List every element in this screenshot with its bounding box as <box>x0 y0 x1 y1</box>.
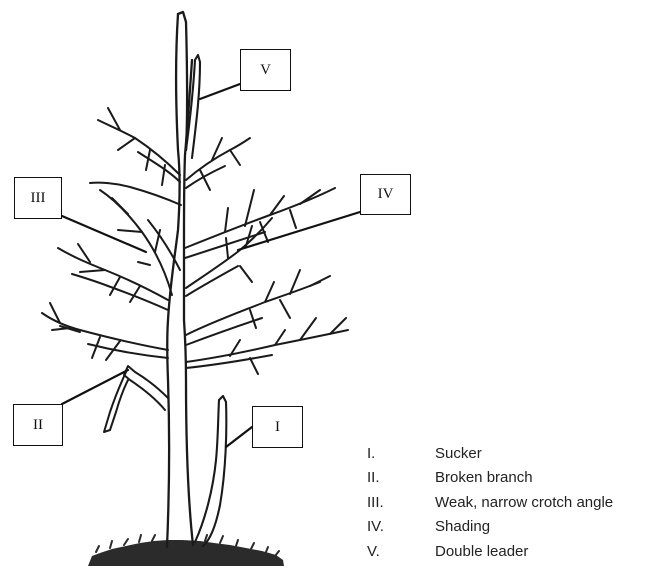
legend-row-sucker: I. Sucker <box>367 441 613 466</box>
legend-row-shading: IV. Shading <box>367 515 613 540</box>
legend-row-crotch-angle: III. Weak, narrow crotch angle <box>367 490 613 515</box>
legend-row-broken-branch: II. Broken branch <box>367 466 613 491</box>
callout-iv-label: IV <box>378 186 394 203</box>
legend-numeral: V. <box>367 543 435 560</box>
callout-i: I <box>252 406 303 448</box>
legend: I. Sucker II. Broken branch III. Weak, n… <box>367 441 613 564</box>
callout-iii-label: III <box>31 190 46 207</box>
callout-leader-lines <box>62 84 360 447</box>
legend-text: Weak, narrow crotch angle <box>435 494 613 511</box>
legend-text: Shading <box>435 518 490 535</box>
legend-row-double-leader: V. Double leader <box>367 539 613 564</box>
tree-branches <box>42 108 348 432</box>
legend-text: Broken branch <box>435 469 533 486</box>
legend-text: Sucker <box>435 445 482 462</box>
legend-numeral: III. <box>367 494 435 511</box>
legend-numeral: I. <box>367 445 435 462</box>
callout-v: V <box>240 49 291 91</box>
callout-iii: III <box>14 177 62 219</box>
legend-numeral: IV. <box>367 518 435 535</box>
callout-i-label: I <box>275 419 280 436</box>
legend-text: Double leader <box>435 543 528 560</box>
callout-ii: II <box>13 404 63 446</box>
callout-iv: IV <box>360 174 411 215</box>
callout-ii-label: II <box>33 417 43 434</box>
tree-trunk <box>167 12 193 547</box>
sucker-shoot <box>195 396 226 546</box>
legend-numeral: II. <box>367 469 435 486</box>
ground-grass <box>88 535 284 566</box>
callout-v-label: V <box>260 62 271 79</box>
